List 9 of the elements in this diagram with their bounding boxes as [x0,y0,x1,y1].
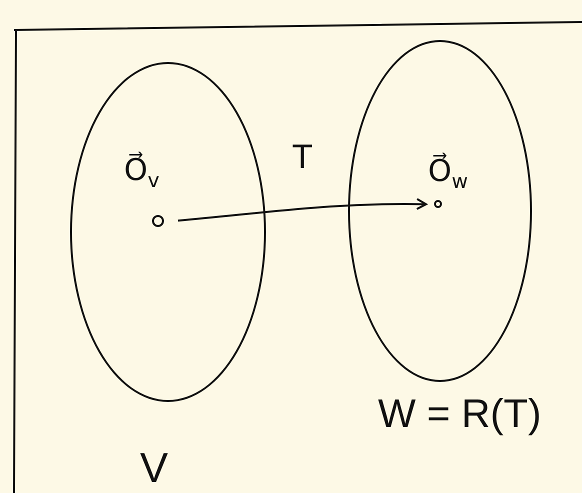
point-dot [434,200,442,208]
vector-label: O⃗$_{v}$ [124,153,160,192]
mapping-arrow [178,198,427,222]
set-label: V [140,444,168,492]
set-label: W = R(T) [378,392,542,437]
point-dot [152,215,164,227]
set-oval [348,40,532,382]
vector-label: O⃗$_{w}$ [428,154,468,193]
set-oval [70,62,266,402]
